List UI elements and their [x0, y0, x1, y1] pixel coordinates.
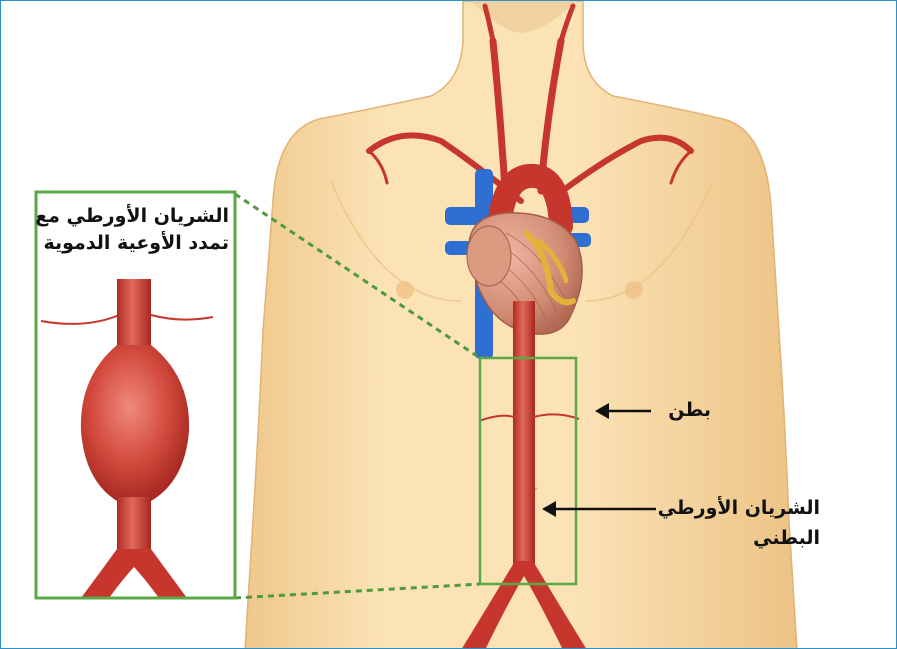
abdominal-aorta-line1: الشريان الأورطي — [658, 493, 820, 523]
abdominal-aorta-label: الشريان الأورطي البطني — [658, 493, 820, 553]
inset-title-line2: تمدد الأوعية الدموية — [35, 230, 229, 257]
abdominal-aorta-line2: البطني — [658, 523, 820, 553]
inset-title: الشريان الأورطي مع تمدد الأوعية الدموية — [35, 203, 229, 257]
inset-title-line1: الشريان الأورطي مع — [35, 203, 229, 230]
abdomen-label: بطن — [668, 397, 711, 424]
abdomen-text: بطن — [668, 397, 711, 424]
